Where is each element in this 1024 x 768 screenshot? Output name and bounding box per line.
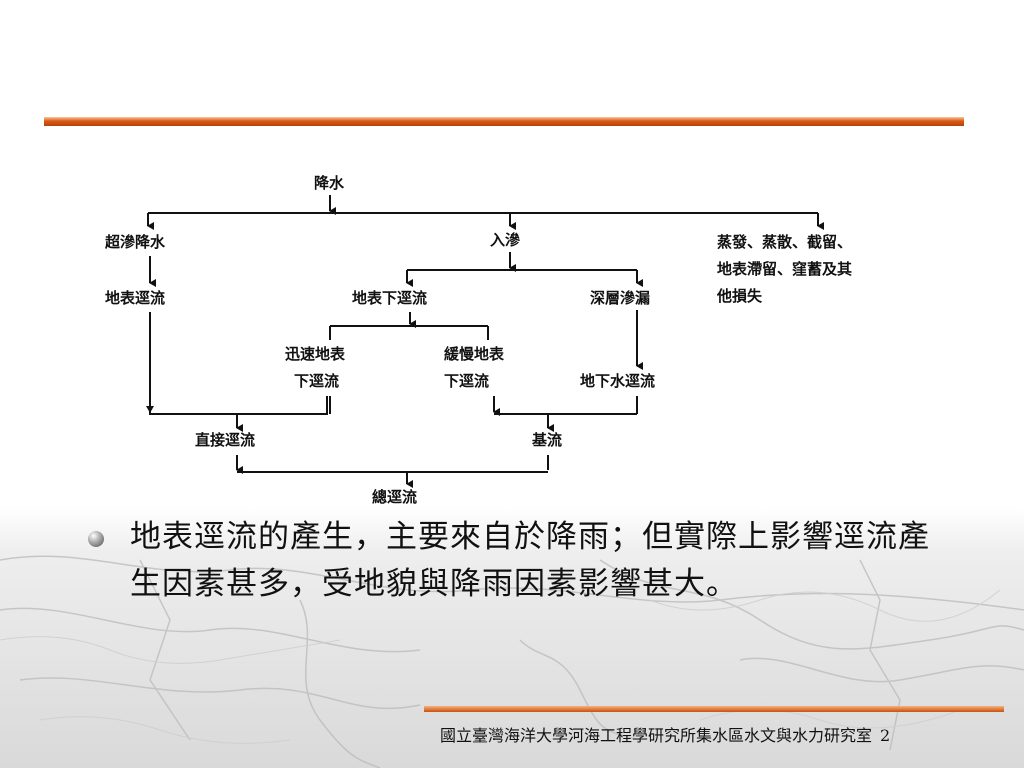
node-subsurface-flow: 地表下逕流: [352, 289, 428, 307]
bullet-icon: [88, 531, 104, 547]
node-losses-line1: 蒸發、蒸散、截留、: [717, 233, 853, 251]
page-number: 2: [880, 726, 891, 745]
node-groundwater-runoff: 地下水逕流: [580, 372, 656, 390]
bullet-text: 地表逕流的產生，主要來自於降雨；但實際上影響逕流產生因素甚多，受地貌與降雨因素影…: [130, 519, 930, 602]
bottom-accent-rule: [424, 706, 1004, 712]
node-infiltration: 入滲: [490, 231, 521, 249]
node-total-runoff: 總逕流: [372, 488, 418, 506]
node-infiltration-excess: 超滲降水: [105, 233, 166, 251]
footer-institution: 國立臺灣海洋大學河海工程學研究所集水區水文與水力研究室: [440, 726, 873, 745]
node-baseflow: 基流: [532, 431, 563, 449]
top-accent-rule: [44, 117, 964, 126]
footer: 國立臺灣海洋大學河海工程學研究所集水區水文與水力研究室 2: [440, 722, 890, 746]
node-slow-subsurface-line2: 下逕流: [444, 372, 490, 390]
connector-surface-to-direct: [149, 312, 328, 415]
node-losses-line3: 他損失: [717, 287, 763, 305]
node-losses-line2: 地表滯留、窪蓄及其: [717, 260, 853, 278]
node-quick-subsurface-line1: 迅速地表: [285, 345, 346, 363]
node-direct-runoff: 直接逕流: [195, 431, 256, 449]
node-quick-subsurface-line2: 下逕流: [294, 372, 340, 390]
node-slow-subsurface-line1: 緩慢地表: [444, 345, 505, 363]
node-deep-percolation: 深層滲漏: [590, 289, 651, 307]
node-precipitation: 降水: [314, 174, 345, 192]
node-surface-runoff: 地表逕流: [105, 289, 166, 307]
